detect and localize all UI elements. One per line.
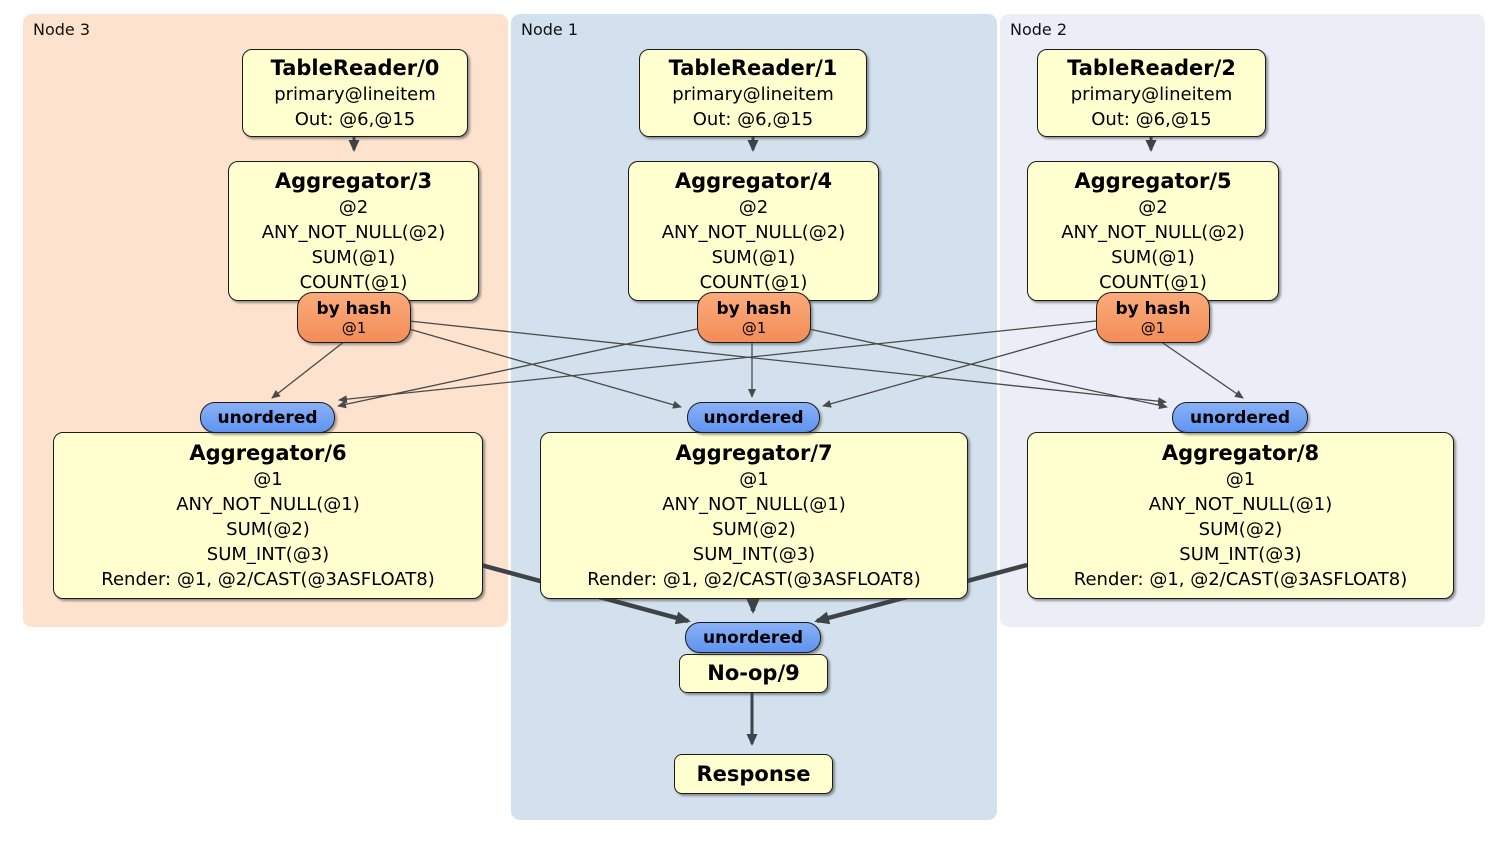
processor-detail: COUNT(@1) (699, 271, 808, 293)
node-2-label: Node 2 (1010, 20, 1068, 39)
processor-detail: @1 (739, 468, 769, 490)
processor-aggregator-7: Aggregator/7 @1 ANY_NOT_NULL(@1) SUM(@2)… (540, 432, 968, 599)
processor-aggregator-3: Aggregator/3 @2 ANY_NOT_NULL(@2) SUM(@1)… (228, 161, 479, 301)
edge-byhash3-unordered8 (408, 320, 1167, 406)
processor-detail: @2 (338, 196, 369, 218)
stream-unordered-node2: unordered (1172, 402, 1308, 433)
edge-byhash3-unordered7 (408, 328, 682, 409)
processor-detail: SUM(@2) (712, 518, 796, 540)
processor-table-reader-1: TableReader/1 primary@lineitem Out: @6,@… (639, 49, 867, 137)
processor-detail: SUM(@1) (1111, 246, 1195, 268)
edge-byhash4-unordered6 (337, 328, 698, 409)
processor-title: TableReader/2 (1067, 55, 1236, 80)
processor-detail: ANY_NOT_NULL(@2) (261, 221, 446, 243)
processor-title: Aggregator/7 (675, 440, 833, 465)
stream-label: unordered (217, 407, 318, 428)
processor-detail: COUNT(@1) (299, 271, 408, 293)
node-1-label: Node 1 (521, 20, 579, 39)
processor-noop-9: No-op/9 (679, 654, 828, 693)
processor-title: Aggregator/3 (274, 168, 433, 193)
edge-byhash5-unordered6 (338, 320, 1097, 404)
edge-byhash3-unordered6 (271, 340, 346, 399)
processor-detail: ANY_NOT_NULL(@1) (176, 493, 360, 515)
processor-detail: SUM(@2) (226, 518, 310, 540)
router-label: by hash (1115, 298, 1191, 319)
processor-title: Aggregator/4 (674, 168, 833, 193)
processor-index: primary@lineitem (672, 83, 834, 105)
router-by-hash-4: by hash @1 (697, 292, 811, 343)
processor-detail: @1 (1225, 468, 1256, 490)
processor-detail: @2 (738, 196, 769, 218)
processor-title: Response (696, 761, 811, 786)
router-by-hash-3: by hash @1 (297, 292, 411, 343)
processor-detail: SUM_INT(@3) (692, 543, 816, 565)
processor-index: primary@lineitem (274, 83, 436, 105)
processor-out: Out: @6,@15 (1091, 108, 1212, 130)
processor-render: Render: @1, @2/CAST(@3ASFLOAT8) (101, 568, 435, 590)
router-detail: @1 (341, 318, 367, 337)
router-label: by hash (716, 298, 792, 319)
router-label: by hash (316, 298, 392, 319)
processor-render: Render: @1, @2/CAST(@3ASFLOAT8) (1073, 568, 1408, 590)
router-detail: @1 (1140, 318, 1166, 337)
processor-detail: ANY_NOT_NULL(@2) (1061, 221, 1245, 243)
processor-aggregator-5: Aggregator/5 @2 ANY_NOT_NULL(@2) SUM(@1)… (1027, 161, 1279, 301)
processor-title: Aggregator/8 (1161, 440, 1320, 465)
processor-detail: ANY_NOT_NULL(@2) (661, 221, 846, 243)
processor-render: Render: @1, @2/CAST(@3ASFLOAT8) (587, 568, 921, 590)
processor-detail: SUM_INT(@3) (1179, 543, 1302, 565)
processor-title: Aggregator/6 (189, 440, 347, 465)
processor-title: TableReader/0 (270, 55, 440, 80)
stream-unordered-node1: unordered (687, 402, 820, 433)
processor-index: primary@lineitem (1070, 83, 1233, 105)
edge-byhash4-unordered8 (808, 328, 1168, 410)
stream-label: unordered (702, 627, 804, 648)
processor-table-reader-0: TableReader/0 primary@lineitem Out: @6,@… (242, 49, 468, 137)
processor-out: Out: @6,@15 (692, 108, 814, 130)
stream-label: unordered (1189, 407, 1291, 428)
router-by-hash-5: by hash @1 (1096, 292, 1210, 343)
processor-detail: ANY_NOT_NULL(@1) (1148, 493, 1333, 515)
edge-byhash5-unordered8 (1159, 340, 1244, 399)
processor-title: Aggregator/5 (1074, 168, 1232, 193)
processor-detail: ANY_NOT_NULL(@1) (662, 493, 846, 515)
router-detail: @1 (741, 318, 767, 337)
processor-detail: COUNT(@1) (1099, 271, 1207, 293)
stream-label: unordered (703, 407, 804, 428)
processor-aggregator-4: Aggregator/4 @2 ANY_NOT_NULL(@2) SUM(@1)… (628, 161, 879, 301)
processor-title: No-op/9 (707, 661, 800, 685)
processor-title: TableReader/1 (668, 55, 838, 80)
processor-detail: SUM_INT(@3) (206, 543, 330, 565)
processor-aggregator-6: Aggregator/6 @1 ANY_NOT_NULL(@1) SUM(@2)… (53, 432, 483, 599)
processor-detail: SUM(@1) (311, 246, 396, 268)
node-3-label: Node 3 (33, 20, 91, 39)
processor-out: Out: @6,@15 (294, 108, 416, 130)
processor-response: Response (674, 754, 833, 794)
processor-detail: SUM(@1) (711, 246, 796, 268)
edge-byhash5-unordered7 (822, 328, 1097, 408)
stream-unordered-final: unordered (685, 622, 821, 653)
stream-unordered-node3: unordered (200, 402, 335, 433)
processor-detail: @1 (253, 468, 283, 490)
processor-detail: SUM(@2) (1198, 518, 1283, 540)
processor-table-reader-2: TableReader/2 primary@lineitem Out: @6,@… (1037, 49, 1266, 137)
processor-detail: @2 (1138, 196, 1168, 218)
processor-aggregator-8: Aggregator/8 @1 ANY_NOT_NULL(@1) SUM(@2)… (1027, 432, 1454, 599)
